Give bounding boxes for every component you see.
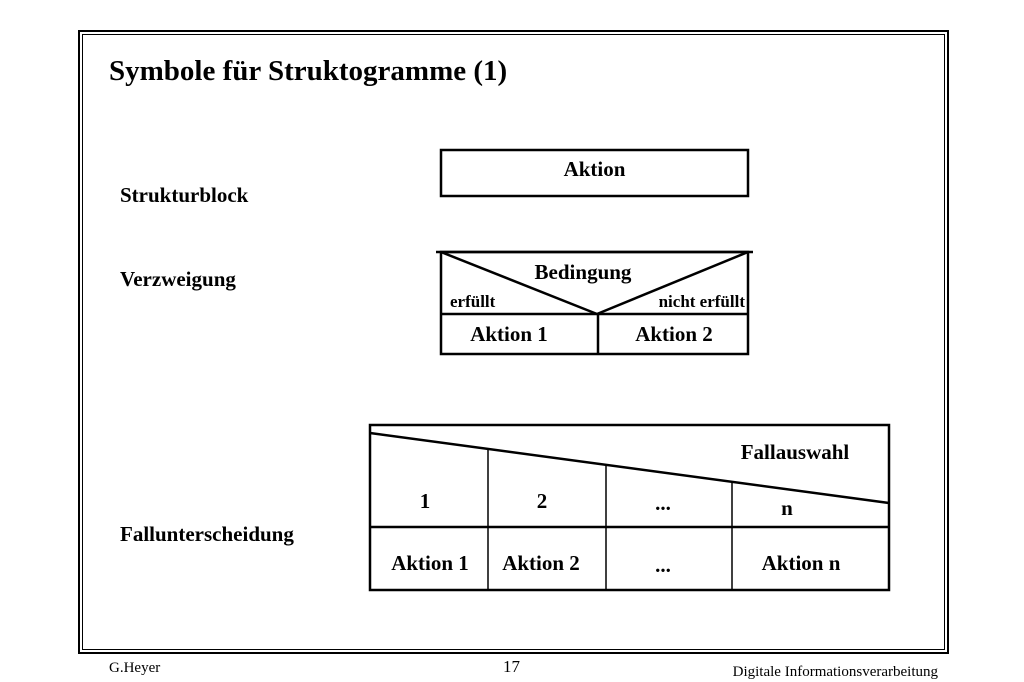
slide-title: Symbole für Struktogramme (1) [109, 55, 508, 87]
fallunterscheidung-case-1: 1 [420, 489, 431, 513]
verzweigung-true-label: erfüllt [450, 292, 496, 311]
footer-course: Digitale Informationsverarbeitung [732, 664, 938, 680]
verzweigung-left-diagonal [440, 250, 598, 316]
fallunterscheidung-box [368, 423, 891, 592]
fallunterscheidung-symbol: Fallauswahl 1 2 ... n Aktion 1 Aktion 2 … [368, 423, 891, 592]
fallunterscheidung-label: Fallunterscheidung [120, 522, 294, 546]
fallunterscheidung-case-2: 2 [537, 489, 548, 513]
fallunterscheidung-selector-text: Fallauswahl [741, 440, 850, 464]
fallunterscheidung-action-1: Aktion 1 [391, 551, 469, 575]
strukturblock-action-text: Aktion [564, 157, 626, 181]
fallunterscheidung-case-3: ... [655, 491, 671, 515]
fallunterscheidung-action-2: Aktion 2 [502, 551, 580, 575]
fallunterscheidung-action-n: Aktion n [762, 551, 841, 575]
verzweigung-label: Verzweigung [120, 267, 236, 291]
verzweigung-condition-text: Bedingung [535, 260, 632, 284]
footer-author: G.Heyer [109, 660, 161, 676]
verzweigung-false-label: nicht erfüllt [659, 292, 746, 311]
slide-inner-frame [82, 34, 945, 650]
footer-page-number: 17 [503, 657, 520, 676]
slide-outer-frame [78, 30, 949, 654]
strukturblock-box [439, 148, 750, 198]
verzweigung-symbol: Bedingung erfüllt nicht erfüllt Aktion 1… [436, 250, 753, 356]
fallunterscheidung-action-3: ... [655, 553, 671, 577]
verzweigung-action-true: Aktion 1 [470, 322, 548, 346]
fallunterscheidung-case-n: n [781, 496, 793, 520]
fallunterscheidung-diagonal [369, 431, 890, 505]
verzweigung-action-false: Aktion 2 [635, 322, 713, 346]
strukturblock-label: Strukturblock [120, 183, 249, 207]
verzweigung-right-diagonal [596, 250, 749, 316]
strukturblock-symbol: Aktion [439, 148, 750, 198]
